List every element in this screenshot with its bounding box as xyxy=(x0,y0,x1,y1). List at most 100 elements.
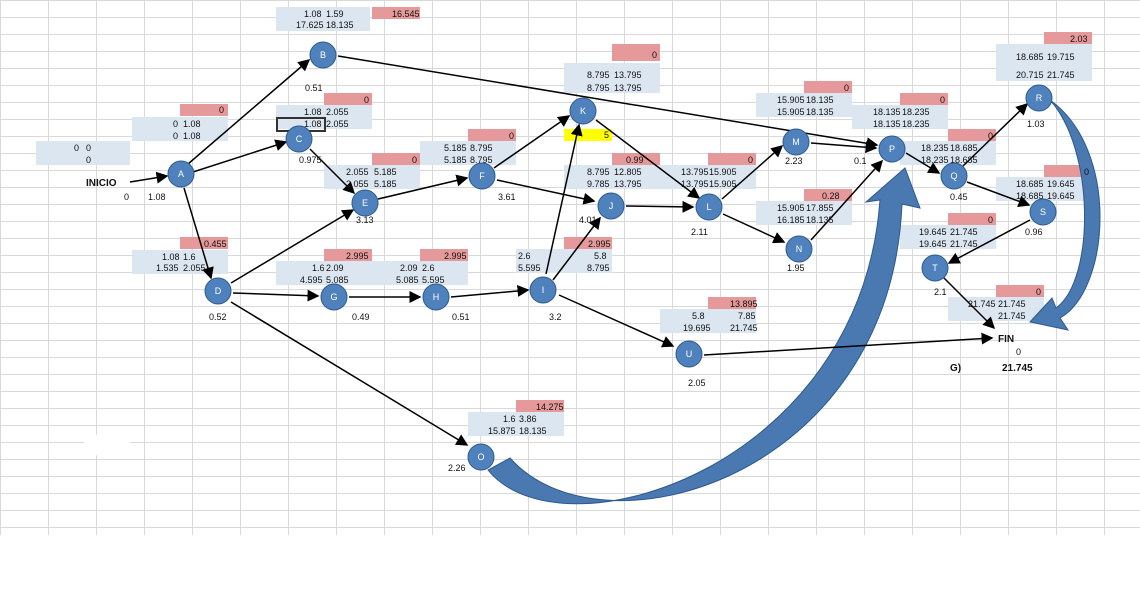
svg-text:P: P xyxy=(889,144,895,154)
node-i: I xyxy=(529,276,557,304)
r-slack: 2.03 xyxy=(1070,34,1088,44)
node-u: U xyxy=(675,340,703,368)
edge-j-l xyxy=(625,200,695,213)
c-duration: 0.975 xyxy=(299,155,322,165)
a-lf: 1.08 xyxy=(183,131,201,141)
o-ls: 15.875 xyxy=(488,426,516,436)
g-lf: 5.085 xyxy=(326,275,349,285)
l-ls: 13.795 xyxy=(681,179,709,189)
svg-text:N: N xyxy=(796,244,803,254)
edge-d-g xyxy=(232,289,320,302)
edge-i-k xyxy=(545,123,583,275)
p-duration: 0.1 xyxy=(854,156,867,166)
o-slack: 14.275 xyxy=(536,402,564,412)
f-es: 5.185 xyxy=(444,143,467,153)
e-es: 2.055 xyxy=(346,167,369,177)
fin-label: FIN xyxy=(998,334,1015,345)
p-slack: 0 xyxy=(940,95,946,105)
q-duration: 0.45 xyxy=(950,192,968,202)
l-duration: 2.11 xyxy=(691,227,708,237)
g-slack: 2.995 xyxy=(346,251,369,261)
b-ef: 1.59 xyxy=(326,9,344,19)
o-lf: 18.135 xyxy=(519,426,547,436)
j-slack: 0.99 xyxy=(626,155,644,165)
a-es: 0 xyxy=(173,119,179,129)
d-ef: 1.6 xyxy=(183,252,196,262)
c-ls: 1.08 xyxy=(304,119,322,129)
edge-l-n xyxy=(722,213,786,244)
r-lf: 21.745 xyxy=(1047,70,1075,80)
t-ls: 19.645 xyxy=(919,239,947,249)
svg-text:A: A xyxy=(178,169,184,179)
c-lf: 2.055 xyxy=(326,119,349,129)
k-ef: 13.795 xyxy=(614,70,642,80)
nodes: A B C D E F G H I J K L M N O P Q R S T … xyxy=(167,41,1057,471)
o-es: 1.6 xyxy=(503,414,516,424)
svg-text:L: L xyxy=(706,202,711,212)
a-duration: 1.08 xyxy=(148,192,166,202)
node-o: O xyxy=(467,443,495,471)
svg-text:D: D xyxy=(215,286,222,296)
h-es: 2.09 xyxy=(400,263,418,273)
edge-a-c xyxy=(192,139,288,173)
a-slack: 0 xyxy=(219,105,225,115)
fin-ls: 21.745 xyxy=(998,311,1026,321)
t-duration: 2.1 xyxy=(934,287,947,297)
s-es: 18.685 xyxy=(1016,179,1044,189)
r-ef: 19.715 xyxy=(1047,52,1075,62)
fin-ef: 21.745 xyxy=(998,299,1026,309)
project-total-duration: 21.745 xyxy=(1002,363,1033,374)
svg-text:U: U xyxy=(686,349,693,359)
d-ls: 1.535 xyxy=(156,263,179,273)
l-es: 13.795 xyxy=(681,167,709,177)
e-ef: 5.185 xyxy=(374,167,397,177)
b-slack: 16.545 xyxy=(392,9,420,19)
c-slack: 0 xyxy=(364,95,370,105)
s-ls: 18.685 xyxy=(1016,191,1044,201)
r-es: 18.685 xyxy=(1016,52,1044,62)
svg-text:R: R xyxy=(1036,93,1043,103)
edges xyxy=(129,55,1031,446)
h-duration: 0.51 xyxy=(452,312,470,322)
e-lf: 5.185 xyxy=(374,179,397,189)
g-ef: 2.09 xyxy=(326,263,344,273)
node-f: F xyxy=(468,162,496,190)
inicio-cell: 0 xyxy=(86,155,92,165)
u-ef: 7.85 xyxy=(738,311,756,321)
q-ef: 18.685 xyxy=(950,143,978,153)
n-ls: 16.185 xyxy=(777,215,805,225)
svg-text:I: I xyxy=(542,285,545,295)
edge-q-r xyxy=(962,102,1029,167)
fin-duration: 0 xyxy=(1016,347,1022,357)
t-lf: 21.745 xyxy=(950,239,978,249)
a-ls: 0 xyxy=(173,131,179,141)
s-duration: 0.96 xyxy=(1025,227,1043,237)
svg-text:T: T xyxy=(932,263,938,273)
l-ef: 15.905 xyxy=(709,167,737,177)
node-q: Q xyxy=(940,162,968,190)
i-slack: 2.995 xyxy=(588,239,611,249)
t-ef: 21.745 xyxy=(950,227,978,237)
edge-u-fin xyxy=(703,332,994,356)
d-es: 1.08 xyxy=(162,252,180,262)
o-ef: 3.86 xyxy=(519,414,537,424)
edge-b-p xyxy=(337,55,879,150)
blank-cells xyxy=(84,435,130,455)
svg-text:G: G xyxy=(330,292,337,302)
inicio-duration: 0 xyxy=(124,192,130,202)
c-es: 1.08 xyxy=(304,107,322,117)
m-lf: 18.135 xyxy=(806,107,834,117)
fin-slack: 0 xyxy=(1036,287,1042,297)
i-ls: 5.595 xyxy=(518,263,541,273)
e-slack: 0 xyxy=(412,155,418,165)
edge-a-d xyxy=(183,187,214,280)
q-slack: 0 xyxy=(988,131,994,141)
k-duration: 5 xyxy=(604,130,610,140)
edge-k-l xyxy=(595,119,701,199)
node-p: P xyxy=(878,135,906,163)
j-ls: 9.785 xyxy=(587,179,610,189)
l-lf: 15.905 xyxy=(709,179,737,189)
edge-a-b xyxy=(187,59,311,165)
svg-text:H: H xyxy=(433,292,440,302)
